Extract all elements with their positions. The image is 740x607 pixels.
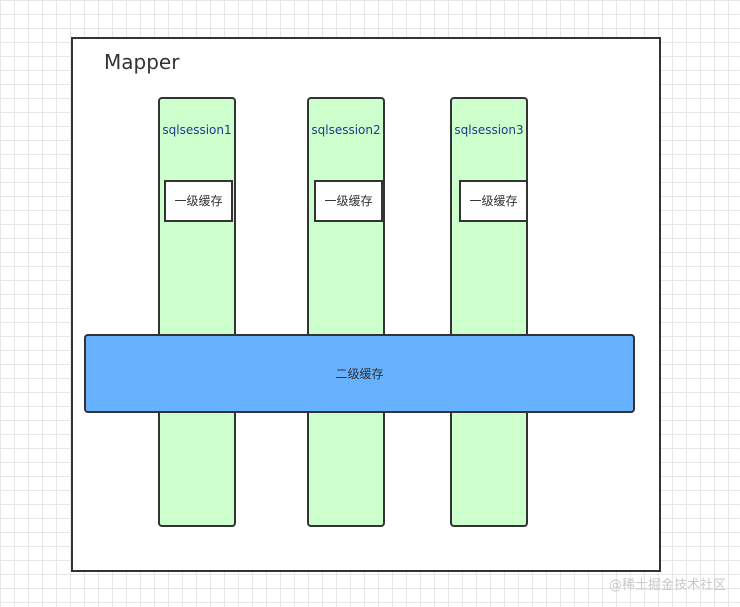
first-level-cache-2: 一级缓存 <box>314 180 383 222</box>
sqlsession-1-column <box>158 97 236 527</box>
first-level-cache-1: 一级缓存 <box>164 180 233 222</box>
sqlsession-1-label: sqlsession1 <box>162 123 232 137</box>
sqlsession-3-column <box>450 97 528 527</box>
mapper-title: Mapper <box>104 50 180 74</box>
sqlsession-3-label: sqlsession3 <box>454 123 524 137</box>
sqlsession-2-column <box>307 97 385 527</box>
first-level-cache-3: 一级缓存 <box>459 180 528 222</box>
second-level-cache: 二级缓存 <box>84 334 635 413</box>
sqlsession-2-label: sqlsession2 <box>311 123 381 137</box>
second-level-cache-label: 二级缓存 <box>335 367 384 381</box>
watermark: @稀土掘金技术社区 <box>608 578 726 593</box>
